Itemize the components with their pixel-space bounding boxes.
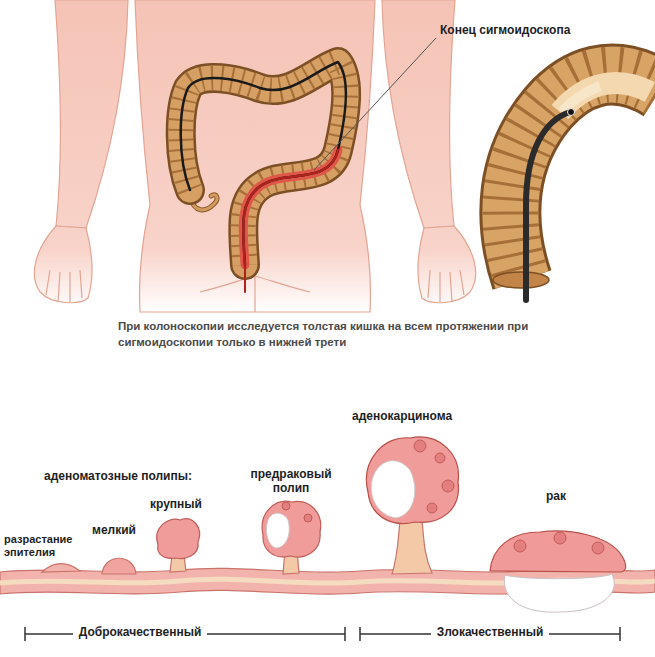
tumor-nodule	[282, 502, 290, 510]
human-body	[34, 0, 475, 312]
tumor-nodule	[442, 480, 454, 492]
inset-colon-outline	[510, 75, 655, 280]
right-hand	[418, 226, 476, 303]
large-polyp	[157, 519, 200, 559]
colon-body	[181, 62, 346, 265]
polyp-label: мелкий	[92, 524, 136, 538]
polyp-label: аденокарцинома	[352, 410, 452, 424]
scope-exit	[244, 265, 246, 292]
leader-line	[314, 38, 436, 170]
sigmoidoscope	[243, 150, 338, 268]
cancer-mass	[490, 531, 626, 572]
malignant-bracket	[360, 627, 620, 641]
inset-opening	[493, 272, 549, 288]
tumor-nodule	[427, 503, 437, 513]
tumor-nodule	[435, 453, 445, 463]
colon-outline	[181, 62, 346, 265]
tumor-nodule	[304, 514, 312, 522]
group-label: аденоматозные полипы:	[44, 470, 192, 484]
caption: При колоноскопии исследуется толстая киш…	[118, 318, 588, 350]
precancerous-cells	[266, 513, 289, 548]
colon-haustra	[181, 62, 346, 265]
bracket-label: Злокачественный	[431, 626, 550, 640]
leg-line	[200, 276, 310, 312]
inset-lumen	[562, 86, 600, 112]
polyp-label: разрастание эпителия	[4, 533, 94, 558]
epithelial-growth	[42, 564, 80, 572]
small-polyp	[102, 558, 136, 574]
scope-tip	[568, 109, 575, 116]
torso	[135, 0, 375, 312]
colon-inset	[493, 75, 655, 300]
callout-label: Конец сигмоидоскопа	[440, 24, 570, 38]
inset-cutaway	[560, 83, 650, 112]
adenocarcinoma-mass	[371, 461, 415, 518]
precancerous-polyp	[262, 501, 321, 557]
left-hand	[34, 226, 92, 303]
polyp-label: предраковый полип	[239, 468, 343, 496]
cancer-invasion	[504, 574, 614, 612]
tumor-nodule	[514, 540, 526, 552]
bracket-label: Доброкачественный	[73, 626, 208, 640]
inset-colon-body	[510, 75, 655, 280]
scope-route	[181, 62, 346, 265]
polyp-label: крупный	[150, 498, 202, 512]
cancer-nodules	[514, 532, 604, 554]
benign-bracket	[25, 627, 345, 641]
sigmoid-lumen	[243, 150, 338, 265]
polyp-label: рак	[546, 490, 566, 504]
adenocarcinoma-stalk	[392, 520, 432, 574]
intestinal-wall-section	[0, 437, 655, 612]
inset-haustra	[510, 75, 655, 280]
inset-scope	[526, 112, 570, 300]
left-arm	[55, 0, 128, 228]
tumor-nodule	[592, 542, 604, 554]
large-intestine	[181, 62, 346, 292]
tumor-nodule	[554, 532, 566, 544]
adenocarcinoma	[366, 437, 458, 523]
tumor-nodule	[414, 440, 426, 452]
